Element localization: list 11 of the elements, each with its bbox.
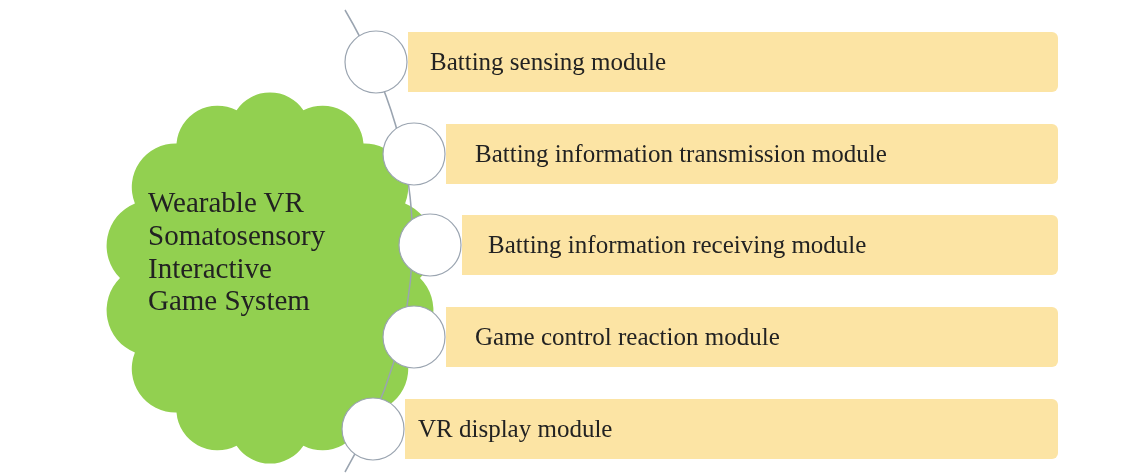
module-bar bbox=[405, 399, 1058, 459]
module-bar bbox=[446, 307, 1058, 367]
module-bar bbox=[446, 124, 1058, 184]
cloud-title: Wearable VR Somatosensory Interactive Game System bbox=[148, 186, 327, 318]
module-label: Batting information transmission module bbox=[475, 140, 887, 168]
module-label: Batting sensing module bbox=[430, 48, 667, 76]
module-label: Game control reaction module bbox=[475, 323, 780, 351]
module-bar bbox=[462, 215, 1058, 275]
module-label: Batting information receiving module bbox=[488, 231, 867, 259]
module-bar bbox=[408, 32, 1058, 92]
module-label: VR display module bbox=[418, 415, 613, 443]
